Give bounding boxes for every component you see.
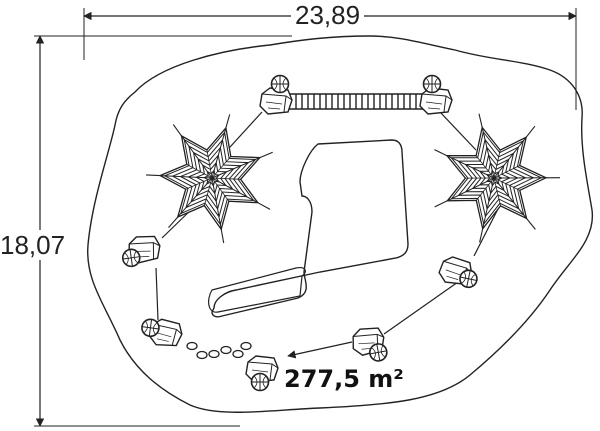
safety-area-outline	[87, 35, 594, 413]
spider-web-net-left	[146, 114, 273, 244]
area-label: 277,5 m²	[284, 365, 404, 393]
inner-sand-area	[211, 139, 409, 318]
tower-left	[120, 233, 163, 269]
tower-right	[436, 254, 480, 290]
tower-bottom-right	[349, 324, 389, 364]
spider-web-net-right	[434, 113, 561, 243]
inner-sand-area-tail	[208, 267, 306, 313]
stepping-stones	[186, 341, 252, 360]
width-dimension-label: 23,89	[291, 2, 365, 28]
tower-top-right	[419, 74, 453, 115]
tower-top-left	[259, 74, 293, 115]
tower-lower-left	[140, 317, 185, 349]
suspension-bridge	[287, 93, 425, 110]
height-dimension-label: 18,07	[0, 230, 66, 260]
tower-bottom-center	[245, 355, 279, 392]
